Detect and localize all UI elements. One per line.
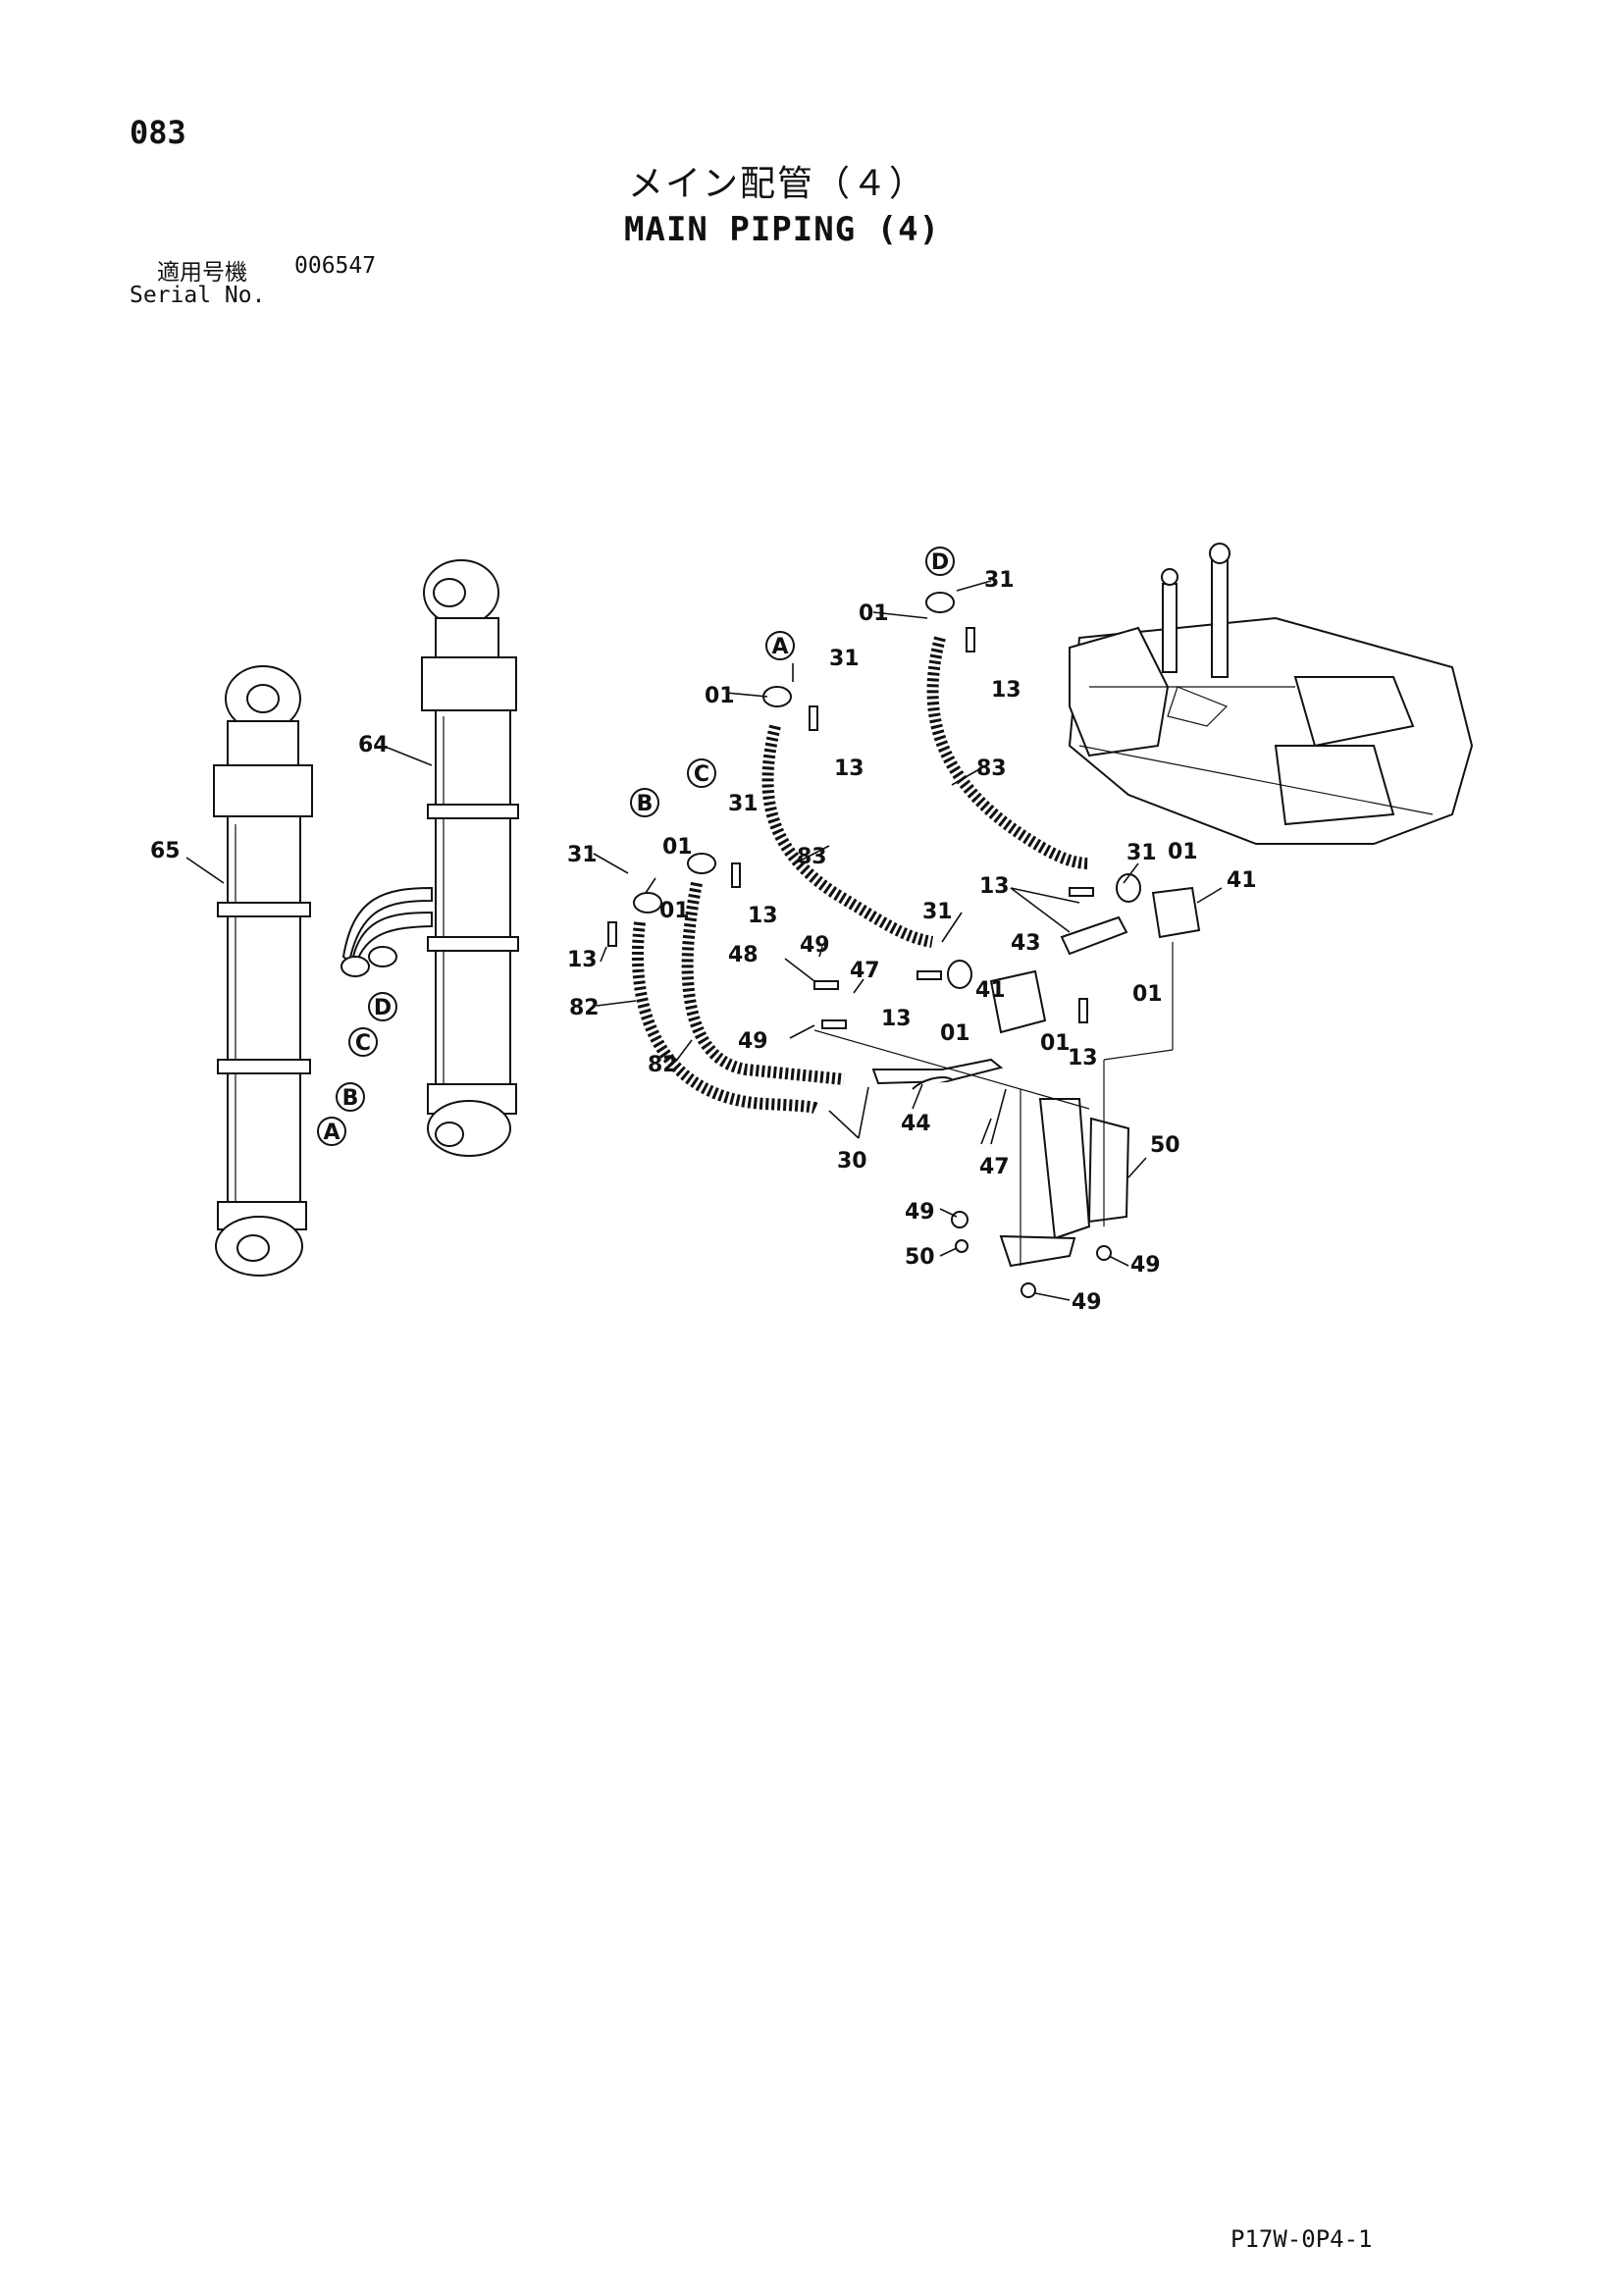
svg-text:A: A bbox=[323, 1121, 340, 1145]
svg-text:B: B bbox=[637, 792, 654, 816]
svg-text:C: C bbox=[694, 762, 709, 787]
marker-c-cylinder: C bbox=[348, 1027, 378, 1057]
serial-label-japanese: 適用号機 bbox=[157, 260, 247, 286]
svg-text:C: C bbox=[355, 1031, 371, 1056]
label-82-left: 82 bbox=[569, 996, 600, 1020]
document-code: P17W-0P4-1 bbox=[1230, 2225, 1373, 2253]
label-82-mid: 82 bbox=[648, 1053, 678, 1077]
label-01-a: 01 bbox=[705, 684, 735, 708]
serial-number-value: 006547 bbox=[294, 253, 377, 279]
svg-text:D: D bbox=[931, 550, 949, 575]
label-01-c: 01 bbox=[662, 835, 693, 860]
marker-a-top: A bbox=[765, 631, 795, 660]
part-number-labels: 65 64 82 82 31 01 13 31 01 13 31 01 13 3… bbox=[150, 568, 1257, 1315]
label-48: 50 bbox=[1150, 1133, 1180, 1158]
label-43: 43 bbox=[1011, 931, 1041, 956]
label-41-left: 41 bbox=[975, 978, 1006, 1003]
label-49-bottom: 49 bbox=[1072, 1290, 1102, 1315]
label-31-b: 31 bbox=[567, 843, 598, 867]
flanges-and-fittings bbox=[607, 592, 1141, 1023]
label-44: 44 bbox=[901, 1112, 931, 1136]
label-47-bottom: 49 bbox=[738, 1029, 768, 1054]
marker-b-top: B bbox=[630, 788, 659, 817]
page-title-english: MAIN PIPING (4) bbox=[624, 210, 941, 249]
marker-d-top: D bbox=[925, 547, 955, 576]
label-01-block: 01 bbox=[1040, 1031, 1071, 1056]
hoses bbox=[631, 636, 1090, 1115]
connection-markers: B C A D D C B A bbox=[317, 547, 955, 1146]
label-13-block: 13 bbox=[1068, 1046, 1098, 1070]
label-31-mid: 31 bbox=[922, 900, 953, 924]
label-49-right: 49 bbox=[1130, 1253, 1161, 1278]
label-13-a: 13 bbox=[834, 757, 864, 781]
marker-d-cylinder: D bbox=[368, 992, 397, 1021]
page-title-japanese: メイン配管（４） bbox=[628, 164, 927, 204]
label-31-c: 31 bbox=[728, 792, 759, 816]
label-65: 65 bbox=[150, 839, 181, 863]
label-83-right: 83 bbox=[976, 757, 1007, 781]
label-01-d: 01 bbox=[859, 601, 889, 626]
label-13-d: 13 bbox=[991, 678, 1021, 703]
cylinder-65 bbox=[213, 665, 313, 1277]
excavator-overview-illustration bbox=[1068, 543, 1474, 845]
label-49-left: 49 bbox=[905, 1200, 935, 1225]
cylinder-cross-pipes bbox=[340, 886, 433, 977]
label-13-mid: 13 bbox=[881, 1007, 912, 1031]
label-83-left: 83 bbox=[797, 845, 827, 869]
label-13-b: 13 bbox=[567, 948, 598, 972]
label-50: 50 bbox=[905, 1245, 935, 1270]
label-45-bottom: 47 bbox=[979, 1155, 1010, 1179]
svg-text:B: B bbox=[342, 1086, 359, 1111]
label-41-right: 41 bbox=[1227, 868, 1257, 893]
label-31-a: 31 bbox=[829, 647, 860, 671]
label-01-mid: 01 bbox=[940, 1021, 970, 1046]
serial-label-english: Serial No. bbox=[130, 283, 266, 308]
label-30: 30 bbox=[837, 1149, 867, 1174]
marker-b-cylinder: B bbox=[336, 1082, 365, 1112]
label-31-right: 31 bbox=[1126, 841, 1157, 865]
label-01-right-lower: 01 bbox=[1132, 982, 1163, 1007]
label-13-c: 13 bbox=[748, 904, 778, 928]
marker-c-top: C bbox=[687, 758, 716, 788]
leader-lines bbox=[185, 580, 1223, 1301]
label-01-b: 01 bbox=[659, 899, 690, 923]
svg-text:D: D bbox=[374, 996, 392, 1020]
label-45-top: 47 bbox=[850, 959, 880, 983]
cylinder-64 bbox=[421, 559, 519, 1157]
label-31-d: 31 bbox=[984, 568, 1015, 593]
label-64: 64 bbox=[358, 733, 389, 757]
marker-a-cylinder: A bbox=[317, 1117, 346, 1146]
label-13-right: 13 bbox=[979, 874, 1010, 899]
svg-text:A: A bbox=[771, 635, 788, 659]
label-01-right: 01 bbox=[1168, 840, 1198, 864]
label-46: 48 bbox=[728, 943, 759, 967]
label-47-top: 49 bbox=[800, 933, 830, 958]
page-number: 083 bbox=[130, 114, 186, 151]
blocks-and-brackets bbox=[813, 886, 1201, 1298]
